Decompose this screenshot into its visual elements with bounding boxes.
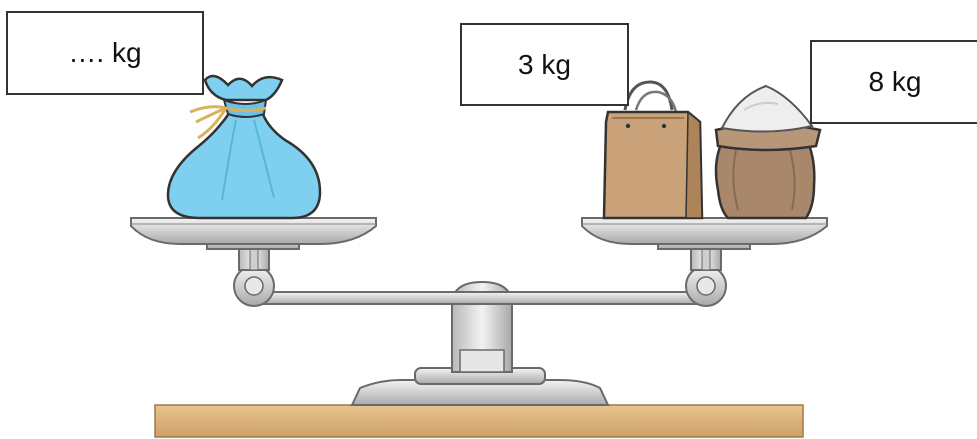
left-pan xyxy=(131,218,376,244)
sack-icon xyxy=(716,86,820,218)
right-pan xyxy=(582,218,827,244)
right-pivot-center xyxy=(697,277,715,295)
left-pivot-center xyxy=(245,277,263,295)
blue-bag-icon xyxy=(168,76,320,218)
left-weight-label: …. kg xyxy=(68,37,141,69)
left-weight-label-box: …. kg xyxy=(6,11,204,95)
post-neck xyxy=(460,350,504,372)
sack-weight-label: 8 kg xyxy=(869,66,922,98)
wooden-base xyxy=(155,405,803,437)
sack-weight-label-box: 8 kg xyxy=(810,40,977,124)
paper-bag-weight-label: 3 kg xyxy=(518,49,571,81)
balance-beam xyxy=(255,292,705,304)
paper-bag-weight-label-box: 3 kg xyxy=(460,23,629,106)
